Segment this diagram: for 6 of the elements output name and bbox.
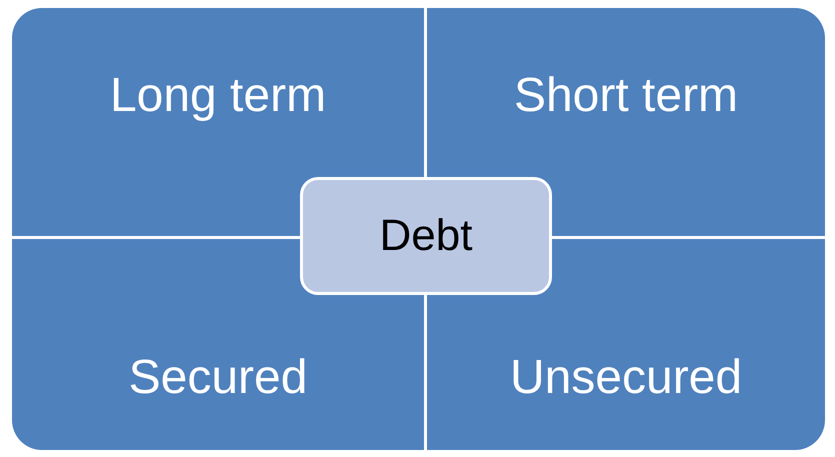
quadrant-label: Secured — [128, 350, 308, 405]
quadrant-label: Short term — [514, 68, 738, 123]
quadrant-label: Long term — [110, 68, 326, 123]
center-box — [300, 177, 552, 295]
center-label: Debt — [380, 211, 472, 261]
quadrant-label: Unsecured — [510, 350, 742, 405]
